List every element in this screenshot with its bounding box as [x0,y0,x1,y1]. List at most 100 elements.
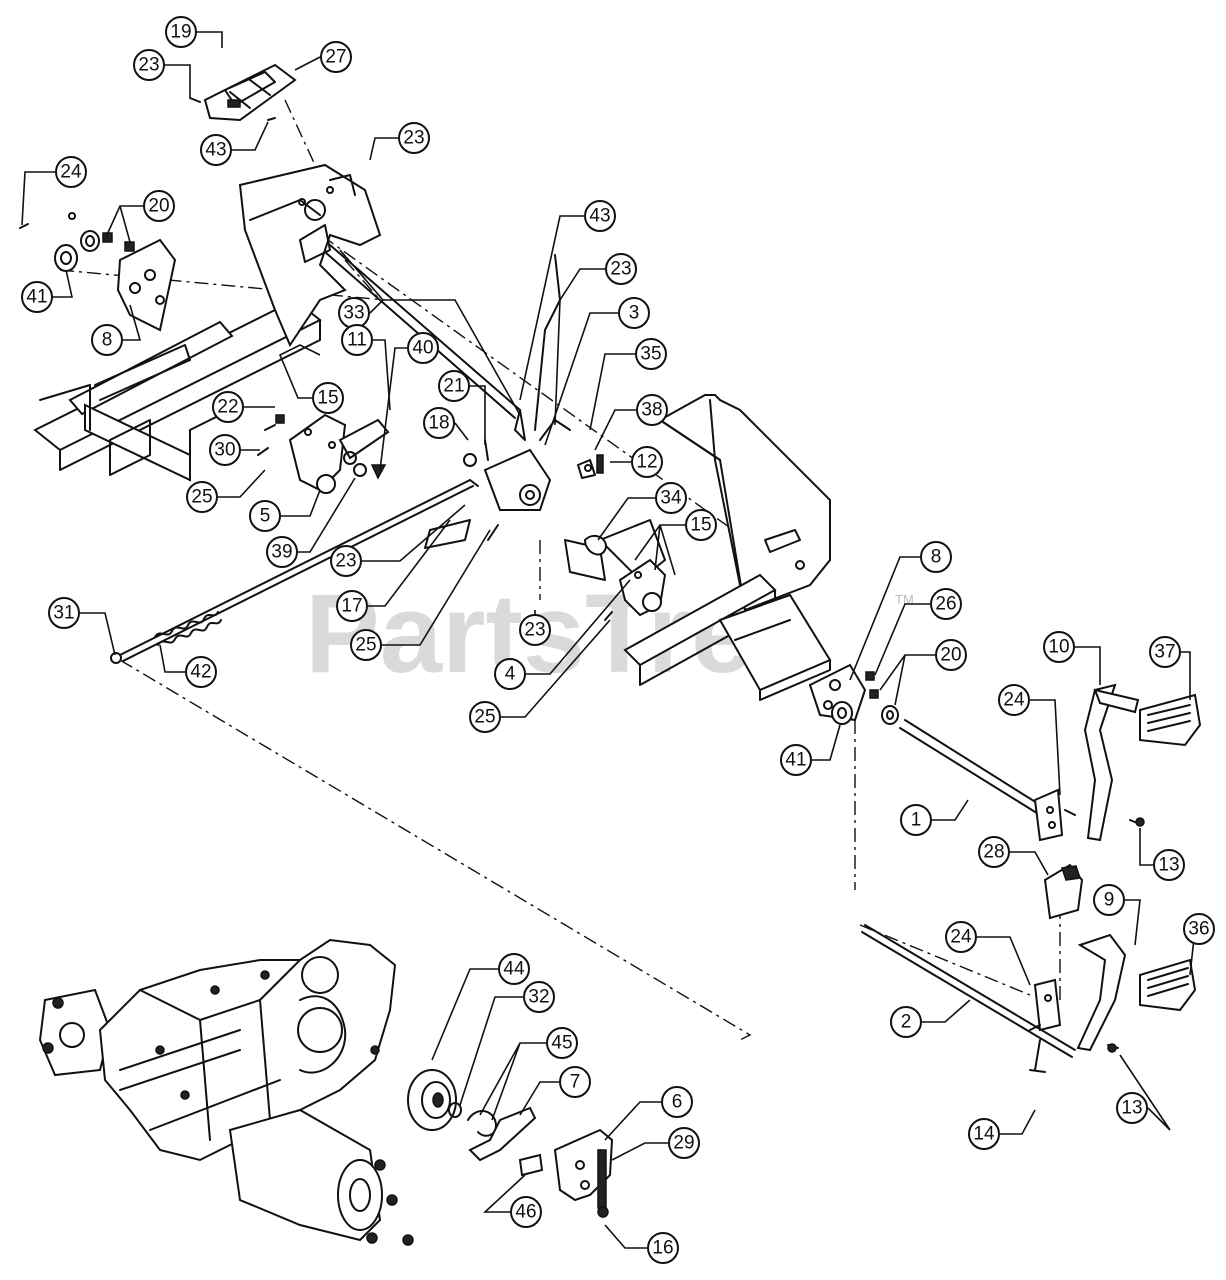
callout-label: 39 [271,542,292,563]
callout[interactable]: 11 [341,324,373,356]
callout[interactable]: 29 [668,1127,700,1159]
callout[interactable]: 25 [469,701,501,733]
callout[interactable]: 14 [968,1118,1000,1150]
callout[interactable]: 41 [780,744,812,776]
callout[interactable]: 8 [920,541,952,573]
callout[interactable]: 20 [935,639,967,671]
pedal-shaft-upper [899,683,1202,842]
callout[interactable]: 22 [212,391,244,423]
callout[interactable]: 23 [519,614,551,646]
transaxle-brake-bracket [553,1128,614,1218]
callout[interactable]: 23 [605,253,637,285]
center-pivot [463,419,571,511]
callout[interactable]: 18 [423,407,455,439]
callout-label: 20 [940,645,961,666]
callout[interactable]: 17 [336,590,368,622]
callout[interactable]: 5 [249,500,281,532]
callout-label: 40 [412,338,433,359]
callout[interactable]: 30 [209,434,241,466]
callout[interactable]: 13 [1116,1092,1148,1124]
callout[interactable]: 3 [618,297,650,329]
callout-label: 25 [191,487,212,508]
alignment-lines [59,99,1061,1041]
callout-label: 23 [335,551,356,572]
callout-label: 6 [672,1092,683,1113]
callout[interactable]: 16 [647,1232,679,1264]
callout[interactable]: 42 [185,656,217,688]
callout[interactable]: 43 [584,200,616,232]
callout[interactable]: 45 [546,1027,578,1059]
callout-label: 31 [53,603,74,624]
callout[interactable]: 19 [165,16,197,48]
callout[interactable]: 31 [48,597,80,629]
callout-label: 13 [1121,1098,1142,1119]
callout[interactable]: 7 [559,1066,591,1098]
callout[interactable]: 26 [930,588,962,620]
callout[interactable]: 8 [91,324,123,356]
callout-label: 41 [26,287,47,308]
callout-label: 9 [1104,890,1115,911]
callout-label: 4 [505,664,516,685]
pedal-shaft-lower [861,924,1197,1073]
callout[interactable]: 9 [1093,884,1125,916]
callout-label: 27 [325,47,346,68]
callout[interactable]: 37 [1149,636,1181,668]
callout-label: 24 [1003,690,1025,711]
center-small-parts [577,454,604,479]
callout-label: 24 [950,927,972,948]
callout[interactable]: 24 [945,921,977,953]
callout[interactable]: 34 [655,482,687,514]
callout-label: 44 [503,959,525,980]
callout-label: 11 [347,330,367,351]
callout[interactable]: 23 [398,122,430,154]
callout[interactable]: 4 [494,658,526,690]
callout[interactable]: 44 [498,953,530,985]
callout[interactable]: 13 [1153,849,1185,881]
callout-label: 21 [443,376,464,397]
callout[interactable]: 32 [523,981,555,1013]
callout[interactable]: 23 [133,49,165,81]
callout[interactable]: 20 [143,190,175,222]
callout[interactable]: 43 [200,134,232,166]
callout-label: 35 [640,344,661,365]
callout[interactable]: 2 [890,1006,922,1038]
pedal-cap [1043,863,1084,920]
callout[interactable]: 6 [661,1086,693,1118]
callout[interactable]: 46 [510,1196,542,1228]
callout-label: 5 [260,506,271,527]
left-pivot-bracket [257,413,390,494]
callout[interactable]: 25 [350,629,382,661]
callout[interactable]: 38 [636,394,668,426]
callout-label: 41 [785,750,806,771]
callout[interactable]: 12 [631,446,663,478]
callout[interactable]: 36 [1183,913,1215,945]
callout[interactable]: 25 [186,481,218,513]
callout[interactable]: 24 [998,684,1030,716]
callout[interactable]: 21 [438,370,470,402]
callout-label: 14 [973,1124,995,1145]
callout[interactable]: 23 [330,545,362,577]
callout[interactable]: 15 [312,382,344,414]
callout-label: 17 [341,596,362,617]
callout[interactable]: 24 [55,156,87,188]
callout[interactable]: 27 [320,41,352,73]
callout[interactable]: 15 [685,509,717,541]
transaxle [38,938,414,1246]
callout[interactable]: 41 [21,281,53,313]
callout[interactable]: 28 [978,836,1010,868]
callout[interactable]: 1 [900,804,932,836]
callout[interactable]: 39 [266,536,298,568]
callout[interactable]: 33 [338,297,370,329]
callout-label: 25 [355,635,376,656]
callout-label: 46 [515,1202,536,1223]
callout[interactable]: 35 [635,338,667,370]
callout-label: 15 [690,515,711,536]
callout-label: 29 [673,1133,694,1154]
left-bushings [19,212,135,272]
callout-label: 36 [1188,919,1209,940]
callout[interactable]: 40 [407,332,439,364]
callout-label: 42 [190,662,211,683]
callout[interactable]: 10 [1043,631,1075,663]
callout-label: 33 [343,303,364,324]
callout-label: 7 [570,1072,581,1093]
